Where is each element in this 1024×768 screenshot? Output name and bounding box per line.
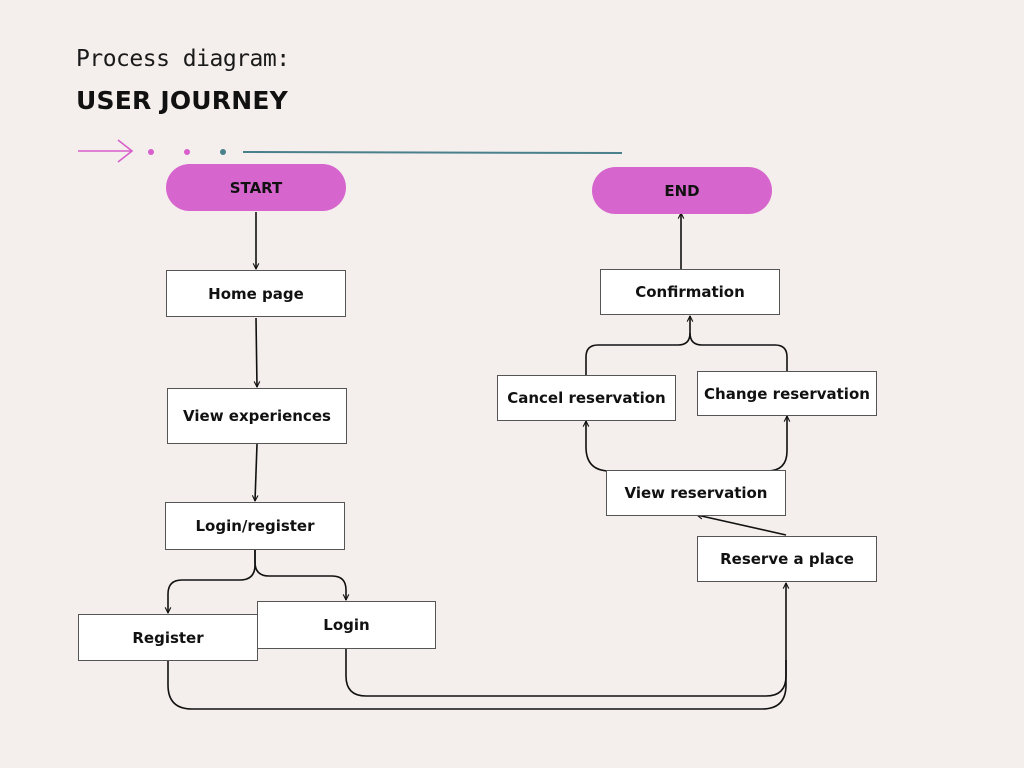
reserve-place-node: Reserve a place: [697, 536, 877, 582]
diagram-subtitle: Process diagram:: [76, 46, 290, 72]
header-decoration: [78, 139, 623, 163]
login-node: Login: [257, 601, 436, 649]
edge-change-confirmation: [689, 332, 788, 371]
home-page-node: Home page: [166, 270, 346, 317]
end-node: END: [592, 167, 772, 214]
edge-experiences-login: [255, 443, 257, 501]
edge-reserve-view: [697, 515, 787, 536]
login-register-node: Login/register: [165, 502, 345, 550]
edge-view-change: [690, 416, 787, 472]
edge-login-register-split-left: [168, 550, 256, 613]
dot-2-icon: [184, 149, 190, 155]
dot-1-icon: [148, 149, 154, 155]
edge-view-cancel: [586, 421, 690, 472]
edge-register-reserve: [167, 583, 786, 710]
edge-home-experiences: [256, 317, 257, 387]
diagram-title: USER JOURNEY: [76, 86, 288, 115]
edge-login-register-split-right: [254, 550, 346, 600]
edge-login-reserve: [345, 649, 787, 697]
edge-cancel-confirmation: [585, 316, 690, 375]
register-node: Register: [78, 614, 258, 661]
cancel-reservation-node: Cancel reservation: [497, 375, 676, 421]
arrow-right-icon: [78, 139, 134, 163]
view-reservation-node: View reservation: [606, 470, 786, 516]
start-node: START: [166, 164, 346, 211]
divider-line: [242, 151, 623, 154]
change-reservation-node: Change reservation: [697, 371, 877, 416]
view-experiences-node: View experiences: [167, 388, 347, 444]
dot-3-icon: [220, 149, 226, 155]
confirmation-node: Confirmation: [600, 269, 780, 315]
